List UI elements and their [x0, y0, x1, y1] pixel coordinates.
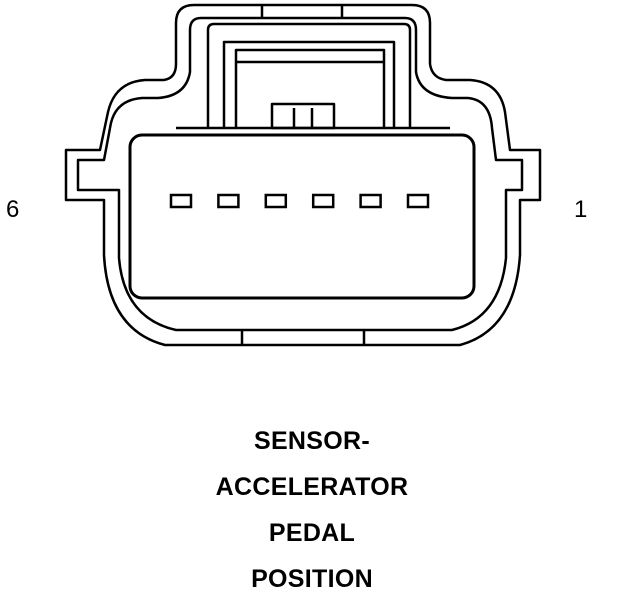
caption-line-2: ACCELERATOR — [215, 473, 409, 501]
caption-line-1: SENSOR- — [253, 427, 370, 455]
latch-inner — [222, 40, 396, 128]
pin-1-label: 1 — [574, 196, 588, 223]
connector-inner-shell — [76, 16, 524, 332]
pin-terminal — [264, 193, 288, 209]
caption-line-3: PEDAL — [268, 519, 356, 547]
pin-terminal — [311, 193, 335, 209]
pin-terminal — [169, 193, 193, 209]
caption-line-4: POSITION — [251, 565, 373, 593]
latch-tab — [270, 102, 336, 130]
pin-terminal — [217, 193, 240, 209]
connector-caption: SENSOR- ACCELERATOR PEDAL POSITION — [0, 418, 624, 602]
pin-row — [169, 193, 430, 209]
pin-terminal — [359, 193, 382, 209]
pin-cavity — [128, 133, 476, 300]
pin-terminal — [406, 193, 430, 209]
latch-outer — [206, 22, 412, 128]
connector-outer-shell — [64, 3, 542, 347]
pin-6-label: 6 — [6, 196, 20, 223]
connector-face-diagram — [64, 3, 542, 347]
